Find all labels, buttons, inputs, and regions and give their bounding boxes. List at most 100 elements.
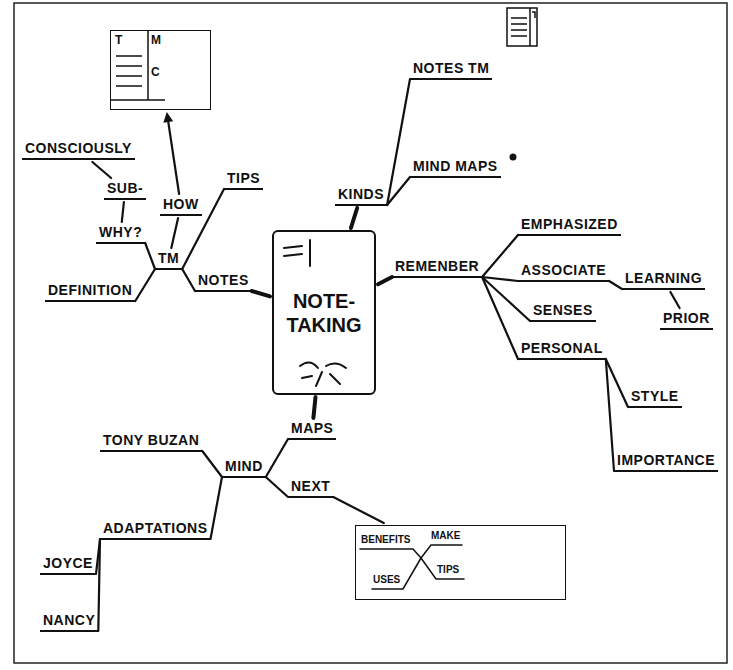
branch-line [670, 292, 679, 308]
branch-text: NEXT [291, 478, 330, 494]
branch-text: JOYCE [43, 555, 93, 571]
branch-word: TIPS [224, 170, 263, 190]
branch-text: NOTES [198, 272, 249, 288]
branch-text: REMENBER [395, 258, 479, 274]
branch-text: ADAPTATIONS [103, 520, 208, 536]
doodle-stroke [284, 246, 302, 248]
icon-line [111, 99, 165, 101]
branch-line [482, 277, 518, 359]
mini-branch [421, 545, 462, 558]
branch-word: CONSCIOUSLY [22, 140, 135, 160]
branch-text: IMPORTANCE [617, 452, 715, 468]
branch-word: NANCY [40, 612, 98, 632]
branch-text: M [151, 33, 250, 47]
branch-line [387, 177, 410, 205]
branch-text: KINDS [338, 186, 384, 202]
icon-line [511, 18, 527, 36]
dot [510, 154, 517, 161]
branch-line [378, 277, 392, 284]
branch-text: C [151, 65, 250, 79]
center-doodle [284, 240, 346, 386]
icon-line [529, 8, 531, 46]
branch-word: ADAPTATIONS [100, 520, 211, 540]
branch-word: JOYCE [40, 555, 96, 575]
icon-line [116, 55, 142, 57]
icon-line [116, 75, 142, 77]
doodle-stroke [316, 372, 322, 386]
branch-line [482, 277, 530, 321]
branch-line [609, 281, 622, 289]
branch-text: MIND [225, 458, 263, 474]
branch-word: SENSES [530, 302, 596, 322]
doodle-stroke [309, 240, 311, 266]
branch-text: EMPHASIZED [521, 216, 618, 232]
branch-text: LEARNING [625, 270, 702, 286]
branch-word: WHY? [96, 224, 145, 244]
branch-text: TM [158, 250, 179, 266]
branch-text: STYLE [631, 388, 679, 404]
branch-text: WHY? [99, 224, 142, 240]
branch-word: NEXT [288, 478, 333, 498]
branch-text: TIPS [437, 564, 646, 576]
branch-text: SENSES [533, 302, 593, 318]
branch-text: MAPS [291, 420, 333, 436]
branch-line [182, 269, 195, 291]
branch-line [171, 218, 178, 248]
icon-line [532, 12, 535, 18]
branch-line [202, 451, 222, 477]
branch-line [387, 79, 410, 205]
branch-word: MIND MAPS [410, 158, 501, 178]
branch-text: ASSOCIATE [521, 262, 606, 278]
branch-text: TONY BUZAN [103, 432, 199, 448]
mini-branch [360, 549, 421, 558]
branch-word: HOW [160, 196, 202, 216]
branch-line [266, 439, 288, 477]
branch-text: PRIOR [663, 310, 710, 326]
topic-text: NOTE- TAKING [278, 289, 370, 337]
branch-text: MIND MAPS [413, 158, 498, 174]
branch-text: PERSONAL [521, 340, 603, 356]
branch-word: DEFINITION [45, 282, 135, 302]
branch-text: NOTES TM [413, 60, 489, 76]
doodle-stroke [330, 374, 340, 384]
branch-text: CONSCIOUSLY [25, 140, 132, 156]
arrow-head [163, 112, 173, 123]
notes-icon [507, 8, 537, 46]
branch-line [606, 359, 614, 471]
branch-text: MAKE [431, 530, 640, 542]
branch-word: REMENBER [392, 258, 482, 278]
branch-text: DEFINITION [48, 282, 132, 298]
branch-text: HOW [163, 196, 199, 212]
frame [14, 3, 727, 663]
branch-line [145, 243, 155, 269]
branch-word: NOTES [195, 272, 252, 292]
doodle-stroke [302, 376, 312, 378]
branch-text: TIPS [227, 170, 260, 186]
branch-word: STYLE [628, 388, 682, 408]
branch-line [135, 269, 155, 301]
icon-outline [507, 8, 537, 46]
branch-word: IMPORTANCE [614, 452, 718, 472]
icon-line [116, 85, 142, 87]
branch-text: SUB- [107, 180, 143, 196]
branch-text: NANCY [43, 612, 95, 628]
branch-line [333, 497, 384, 523]
doodle-stroke [326, 363, 346, 368]
branch-line [92, 162, 111, 178]
doodle-stroke [284, 254, 302, 256]
branch-line [168, 121, 179, 194]
branch-word: PERSONAL [518, 340, 606, 360]
branch-line [98, 539, 100, 631]
branch-line [252, 291, 270, 296]
branch-word: ASSOCIATE [518, 262, 609, 282]
branch-line [482, 277, 518, 281]
branch-word: LEARNING [622, 270, 705, 290]
branch-line [313, 397, 315, 418]
branch-word: KINDS [335, 186, 387, 206]
icon-line [147, 31, 149, 100]
branch-word: SUB- [104, 180, 146, 200]
branch-word: MAPS [288, 420, 336, 440]
branch-line [122, 202, 124, 222]
branch-text: BENEFITS [361, 534, 570, 546]
